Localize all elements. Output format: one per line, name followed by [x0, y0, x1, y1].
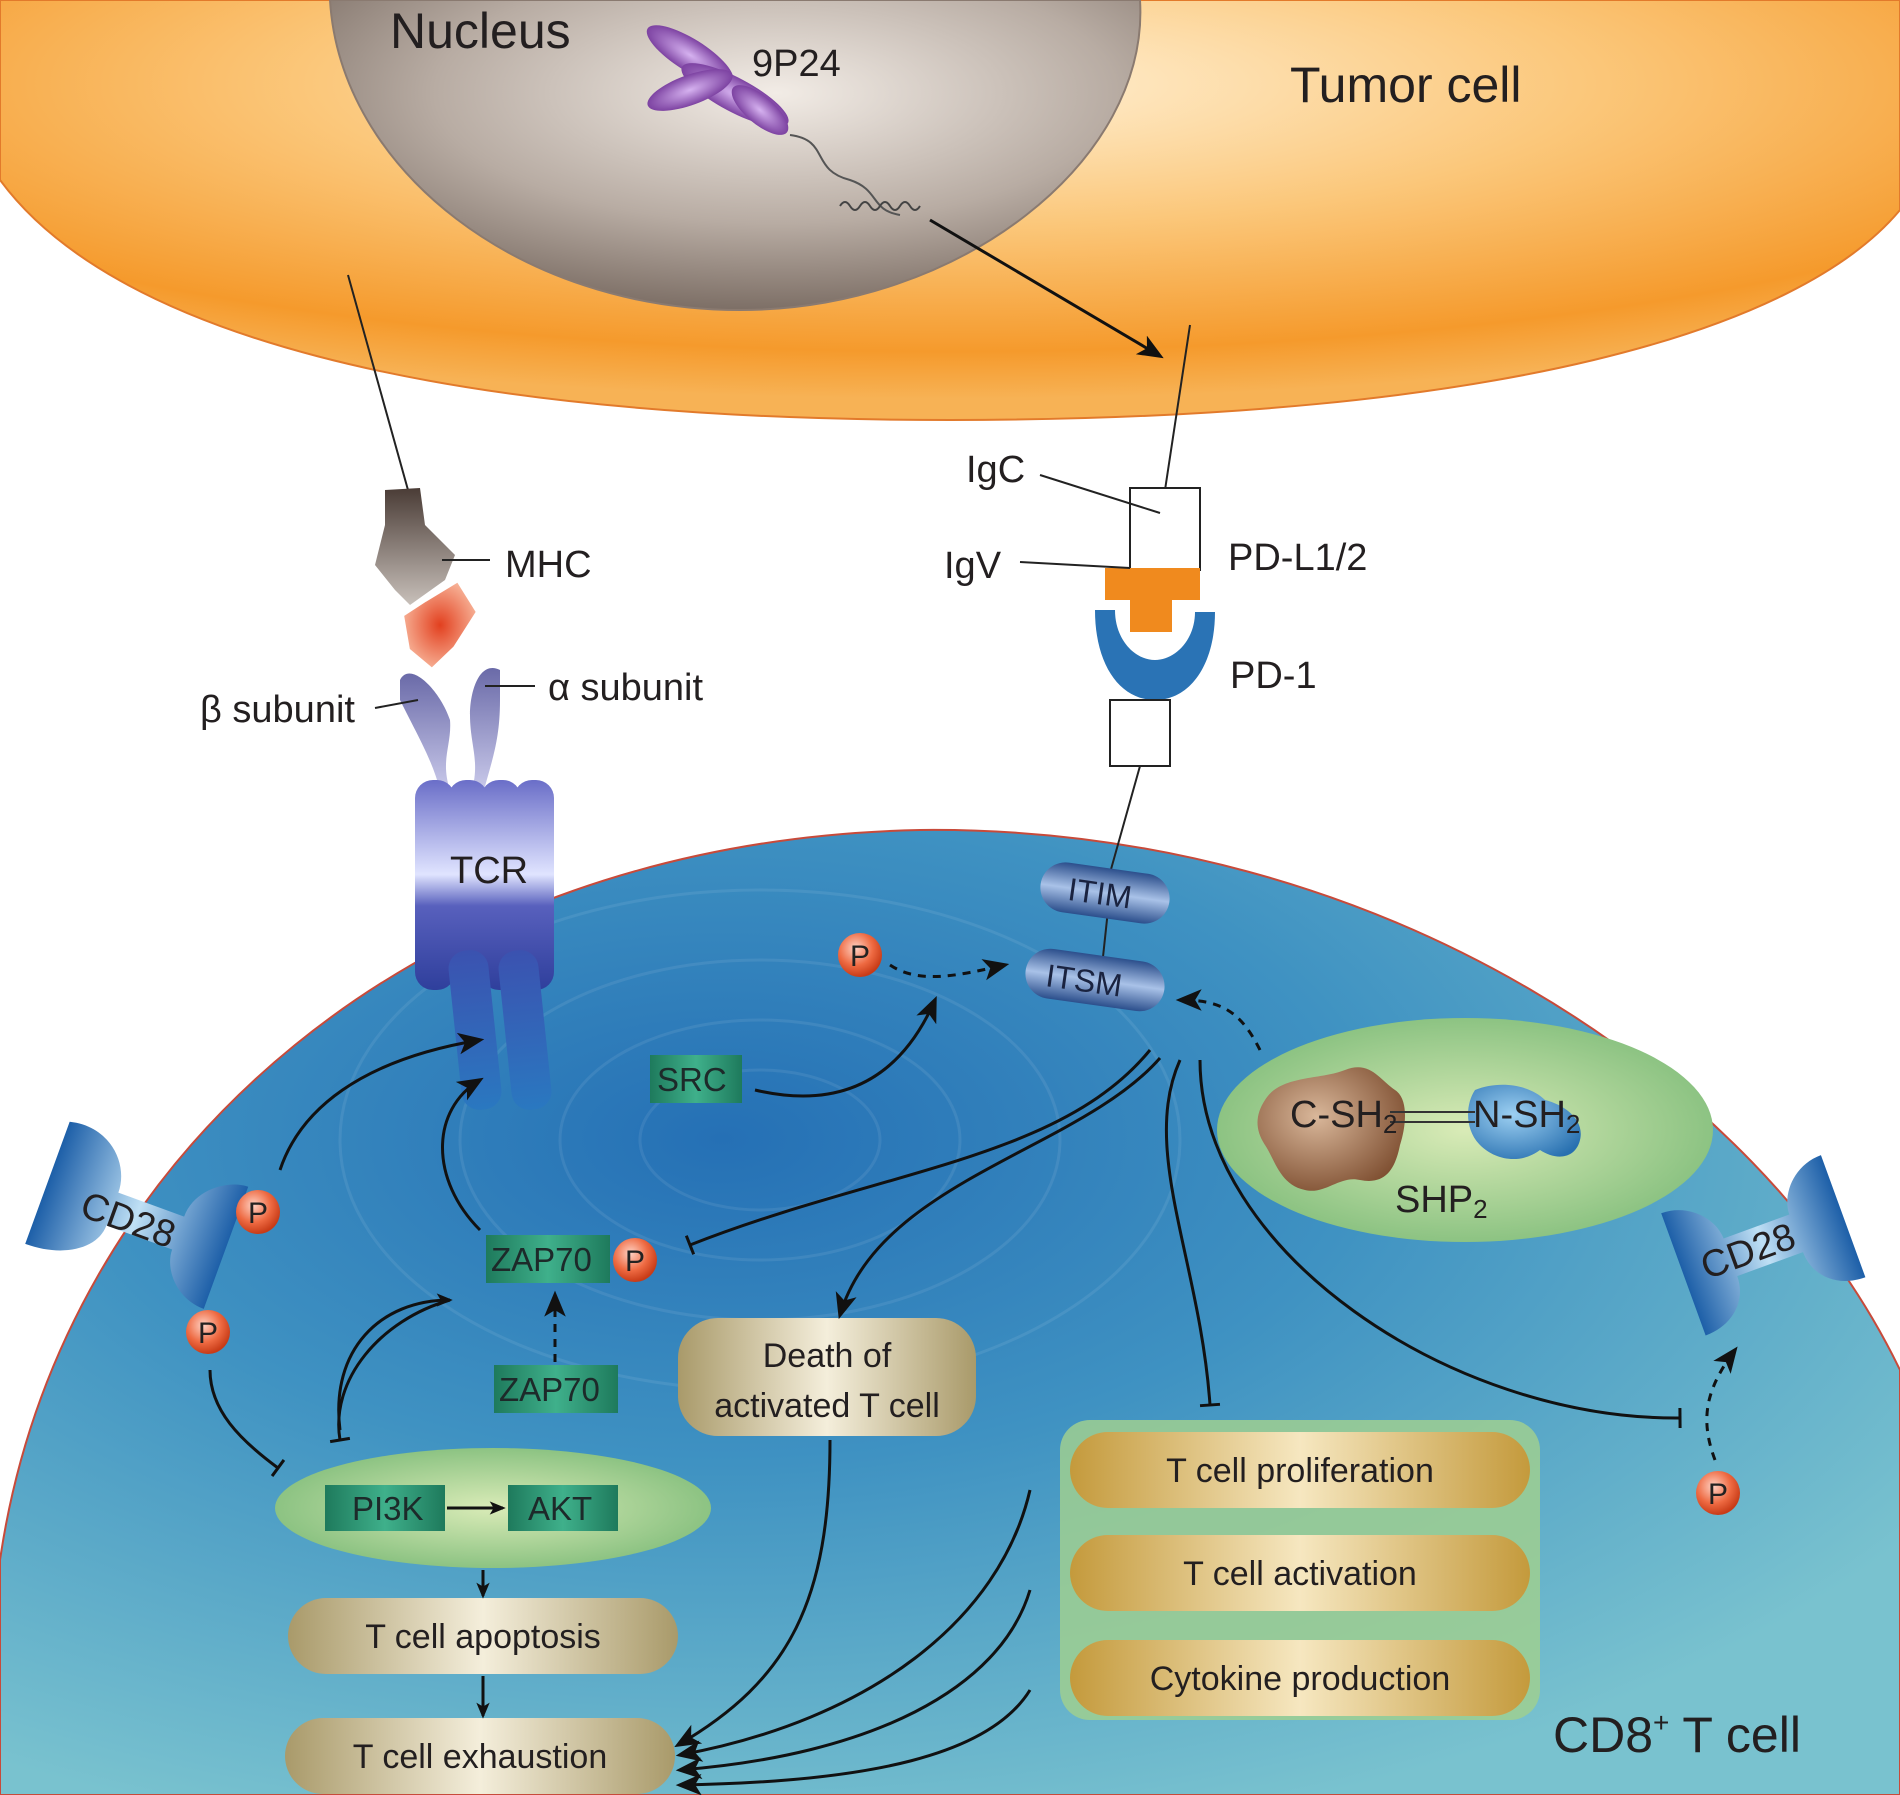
itsm-domain — [1025, 948, 1165, 1012]
death-line1: Death of — [763, 1337, 892, 1375]
zap70-phospho-label: ZAP70 — [491, 1241, 592, 1278]
phospho-cd28-right — [1696, 1471, 1740, 1515]
pdl-receptor — [1105, 487, 1201, 632]
src-label: SRC — [657, 1061, 727, 1098]
tumor-cell-label: Tumor cell — [1290, 57, 1522, 113]
mhc-tether-line — [347, 274, 409, 491]
cytokine-label: Cytokine production — [1150, 1660, 1451, 1698]
beta-subunit-label: β subunit — [200, 689, 355, 731]
death-line2: activated T cell — [714, 1387, 940, 1425]
itim-domain — [1040, 862, 1170, 924]
tcr-label: TCR — [450, 850, 528, 892]
activation-label: T cell activation — [1183, 1555, 1417, 1593]
phospho-cd28-upper — [236, 1190, 280, 1234]
igc-label: IgC — [966, 449, 1025, 491]
phospho-cd28-lower — [186, 1310, 230, 1354]
phospho-cd28-right-label: P — [1708, 1478, 1728, 1511]
dashed-connectors — [544, 959, 1738, 1461]
nsh2-label: N-SH2 — [1473, 1094, 1580, 1139]
pd1-label: PD-1 — [1230, 655, 1317, 697]
itim-label: ITIM — [1066, 871, 1134, 916]
phospho-itsm-label: P — [850, 940, 870, 973]
pd1-receptor — [1095, 610, 1215, 986]
mhc-label: MHC — [505, 544, 592, 586]
death-box — [678, 1318, 976, 1436]
phospho-cd28-lower-label: P — [198, 1317, 218, 1350]
gene-9p24-label: 9P24 — [752, 43, 841, 85]
phospho-zap70-label: P — [625, 1245, 645, 1278]
igv-label: IgV — [944, 545, 1002, 587]
cd28-left-receptor — [25, 1121, 249, 1309]
nucleus — [328, 0, 1142, 312]
apoptosis-label: T cell apoptosis — [365, 1618, 601, 1656]
alpha-subunit-label: α subunit — [548, 667, 704, 709]
akt-label: AKT — [528, 1490, 592, 1527]
shp2-complex — [1217, 1018, 1713, 1242]
nucleus-label: Nucleus — [390, 3, 571, 59]
zap70-label: ZAP70 — [499, 1371, 600, 1408]
exhaustion-label: T cell exhaustion — [353, 1738, 608, 1776]
apoptosis-box — [288, 1598, 678, 1674]
phospho-itsm — [838, 933, 882, 977]
pi3k-label: PI3K — [352, 1490, 424, 1527]
pdl-label: PD-L1/2 — [1228, 537, 1367, 579]
tcr-complex — [415, 780, 554, 1110]
csh2-label: C-SH2 — [1290, 1094, 1397, 1139]
chromosome-9p24 — [646, 25, 921, 216]
tcr-subunits — [400, 668, 500, 790]
zap70-box — [494, 1365, 618, 1413]
zap70-phospho-box — [486, 1235, 610, 1283]
beta-leader — [374, 699, 419, 709]
igc-leader — [1039, 474, 1161, 514]
exhaustion-box — [285, 1718, 675, 1794]
t-cell-label: CD8+ T cell — [1553, 1707, 1801, 1763]
igv-leader — [1019, 561, 1131, 569]
phospho-zap70 — [613, 1238, 657, 1282]
proliferation-label: T cell proliferation — [1166, 1452, 1434, 1490]
mhc-molecule — [375, 488, 481, 673]
pdl-tether-line — [1164, 324, 1191, 491]
shp2-label: SHP2 — [1395, 1179, 1488, 1224]
cd28-right-receptor — [1661, 1155, 1866, 1336]
outcome-panel — [1060, 1420, 1540, 1720]
pathway-connectors — [208, 996, 1682, 1795]
src-box — [650, 1055, 742, 1103]
expression-arrow — [929, 218, 1164, 359]
phospho-cd28-upper-label: P — [248, 1197, 268, 1230]
